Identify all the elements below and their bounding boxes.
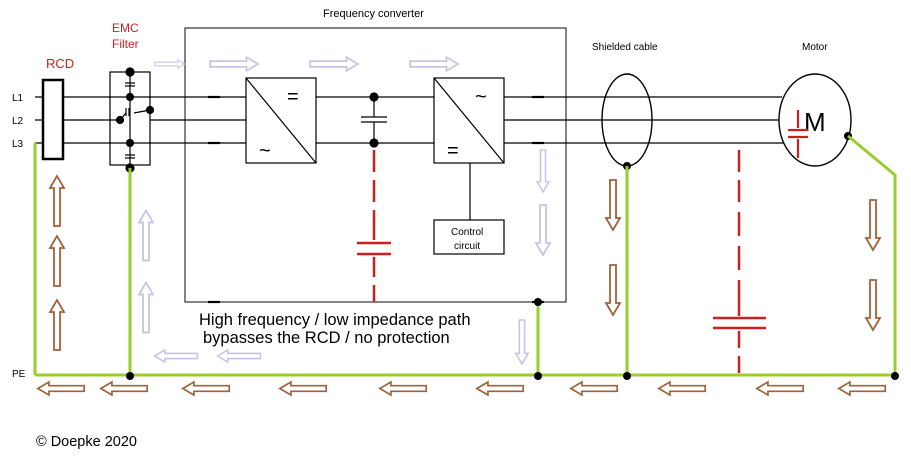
rectifier-ac-symbol: ~ — [259, 140, 271, 162]
cable-parasitic-capacitor — [713, 150, 766, 373]
control-circuit-box — [433, 219, 505, 255]
rcd-box — [41, 78, 65, 161]
frequency-converter-box — [184, 27, 567, 303]
motor-label: Motor — [802, 42, 828, 53]
control-circuit-label-line2: circuit — [454, 241, 480, 252]
motor-parasitic-capacitor — [788, 110, 808, 158]
copyright-text: © Doepke 2020 — [36, 434, 137, 450]
inverter-dc-symbol: = — [447, 140, 459, 162]
l3-label: L3 — [12, 139, 24, 150]
pe-wiring — [33, 134, 897, 377]
shielded-cable-label: Shielded cable — [592, 42, 658, 53]
frequency-converter-label: Frequency converter — [323, 8, 424, 20]
emc-filter-internals — [115, 67, 155, 173]
note-line-2: bypasses the RCD / no protection — [203, 329, 450, 347]
emc-filter-label-line2: Filter — [112, 37, 139, 51]
pe-nodes — [126, 298, 899, 380]
emc-filter-label-line1: EMC — [112, 21, 139, 35]
l1-label: L1 — [12, 93, 24, 104]
dc-link-capacitor — [361, 92, 387, 148]
inverter-ac-symbol: ~ — [475, 86, 487, 108]
pe-label: PE — [12, 369, 26, 380]
converter-parasitic-capacitor — [357, 150, 391, 302]
rectifier-dc-symbol: = — [287, 86, 299, 108]
motor-symbol: M — [804, 107, 826, 137]
l2-label: L2 — [12, 116, 24, 127]
phase-wires — [35, 96, 790, 144]
rcd-label: RCD — [46, 56, 74, 71]
control-circuit-label-line1: Control — [451, 227, 483, 238]
note-line-1: High frequency / low impedance path — [199, 311, 471, 329]
